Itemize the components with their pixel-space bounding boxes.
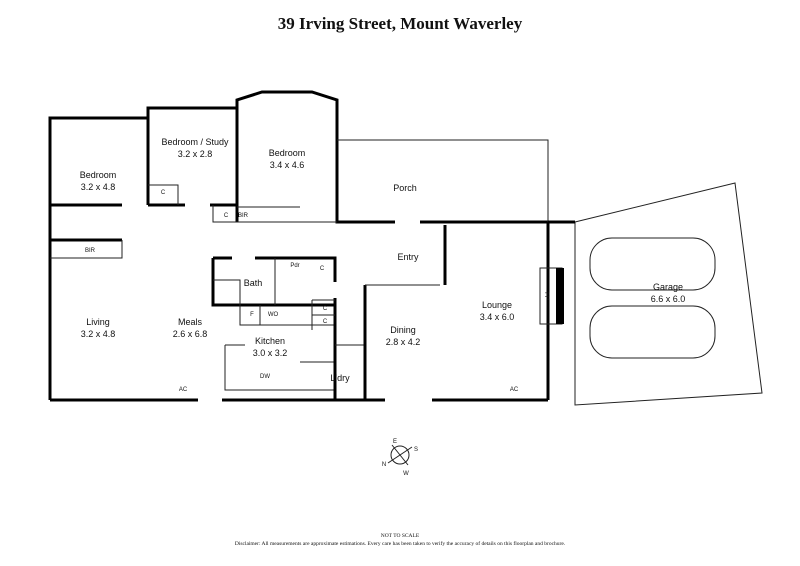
room-study-size: 3.2 x 2.8	[178, 149, 213, 159]
compass: N E S W	[382, 439, 418, 477]
ac-label: AC	[510, 387, 519, 393]
compass-east: E	[393, 439, 397, 445]
fireplace-label: FP	[543, 292, 549, 300]
room-powder: Pdr	[290, 263, 299, 269]
room-bedroom-size: 3.2 x 4.8	[81, 182, 116, 192]
ac-label: AC	[179, 387, 188, 393]
room-lounge-size: 3.4 x 6.0	[480, 312, 515, 322]
cupboard-label: C	[323, 319, 328, 325]
compass-south: S	[414, 447, 418, 453]
cupboard-label: C	[320, 266, 325, 272]
room-meals-size: 2.6 x 6.8	[173, 329, 208, 339]
room-dining-size: 2.8 x 4.2	[386, 337, 421, 347]
room-bedroom2-name: Bedroom	[269, 148, 306, 158]
room-garage-size: 6.6 x 6.0	[651, 294, 686, 304]
fridge-label: F	[250, 312, 254, 318]
walls	[48, 90, 763, 406]
room-kitchen-name: Kitchen	[255, 336, 285, 346]
room-laundry: L'dry	[330, 373, 350, 383]
compass-north: N	[382, 462, 386, 468]
dishwasher-label: DW	[260, 374, 270, 380]
room-living-size: 3.2 x 4.8	[81, 329, 116, 339]
room-bath: Bath	[244, 278, 263, 288]
room-meals-name: Meals	[178, 317, 203, 327]
room-porch: Porch	[393, 183, 417, 193]
cars	[589, 237, 716, 359]
room-study-name: Bedroom / Study	[161, 137, 229, 147]
bir-label: BIR	[85, 248, 96, 254]
cupboard-label: C	[224, 213, 229, 219]
room-kitchen-size: 3.0 x 3.2	[253, 348, 288, 358]
room-entry: Entry	[397, 252, 419, 262]
room-bedroom-name: Bedroom	[80, 170, 117, 180]
room-dining-name: Dining	[390, 325, 416, 335]
fixture-labels: BIR BIR C C C C C F WO DW AC AC FP	[85, 190, 549, 393]
room-bedroom2-size: 3.4 x 4.6	[270, 160, 305, 170]
room-living-name: Living	[86, 317, 110, 327]
room-lounge-name: Lounge	[482, 300, 512, 310]
plan-title: 39 Irving Street, Mount Waverley	[277, 14, 523, 33]
disclaimer: Disclaimer: All measurements are approxi…	[234, 541, 566, 547]
wall-oven-label: WO	[268, 312, 279, 318]
compass-west: W	[403, 471, 409, 477]
cupboard-label: C	[161, 190, 166, 196]
room-labels: Bedroom 3.2 x 4.8 Bedroom / Study 3.2 x …	[80, 137, 686, 383]
cupboard-label: C	[323, 306, 328, 312]
not-to-scale-note: NOT TO SCALE	[380, 533, 420, 539]
room-garage-name: Garage	[653, 282, 683, 292]
bir-label: BIR	[238, 213, 249, 219]
